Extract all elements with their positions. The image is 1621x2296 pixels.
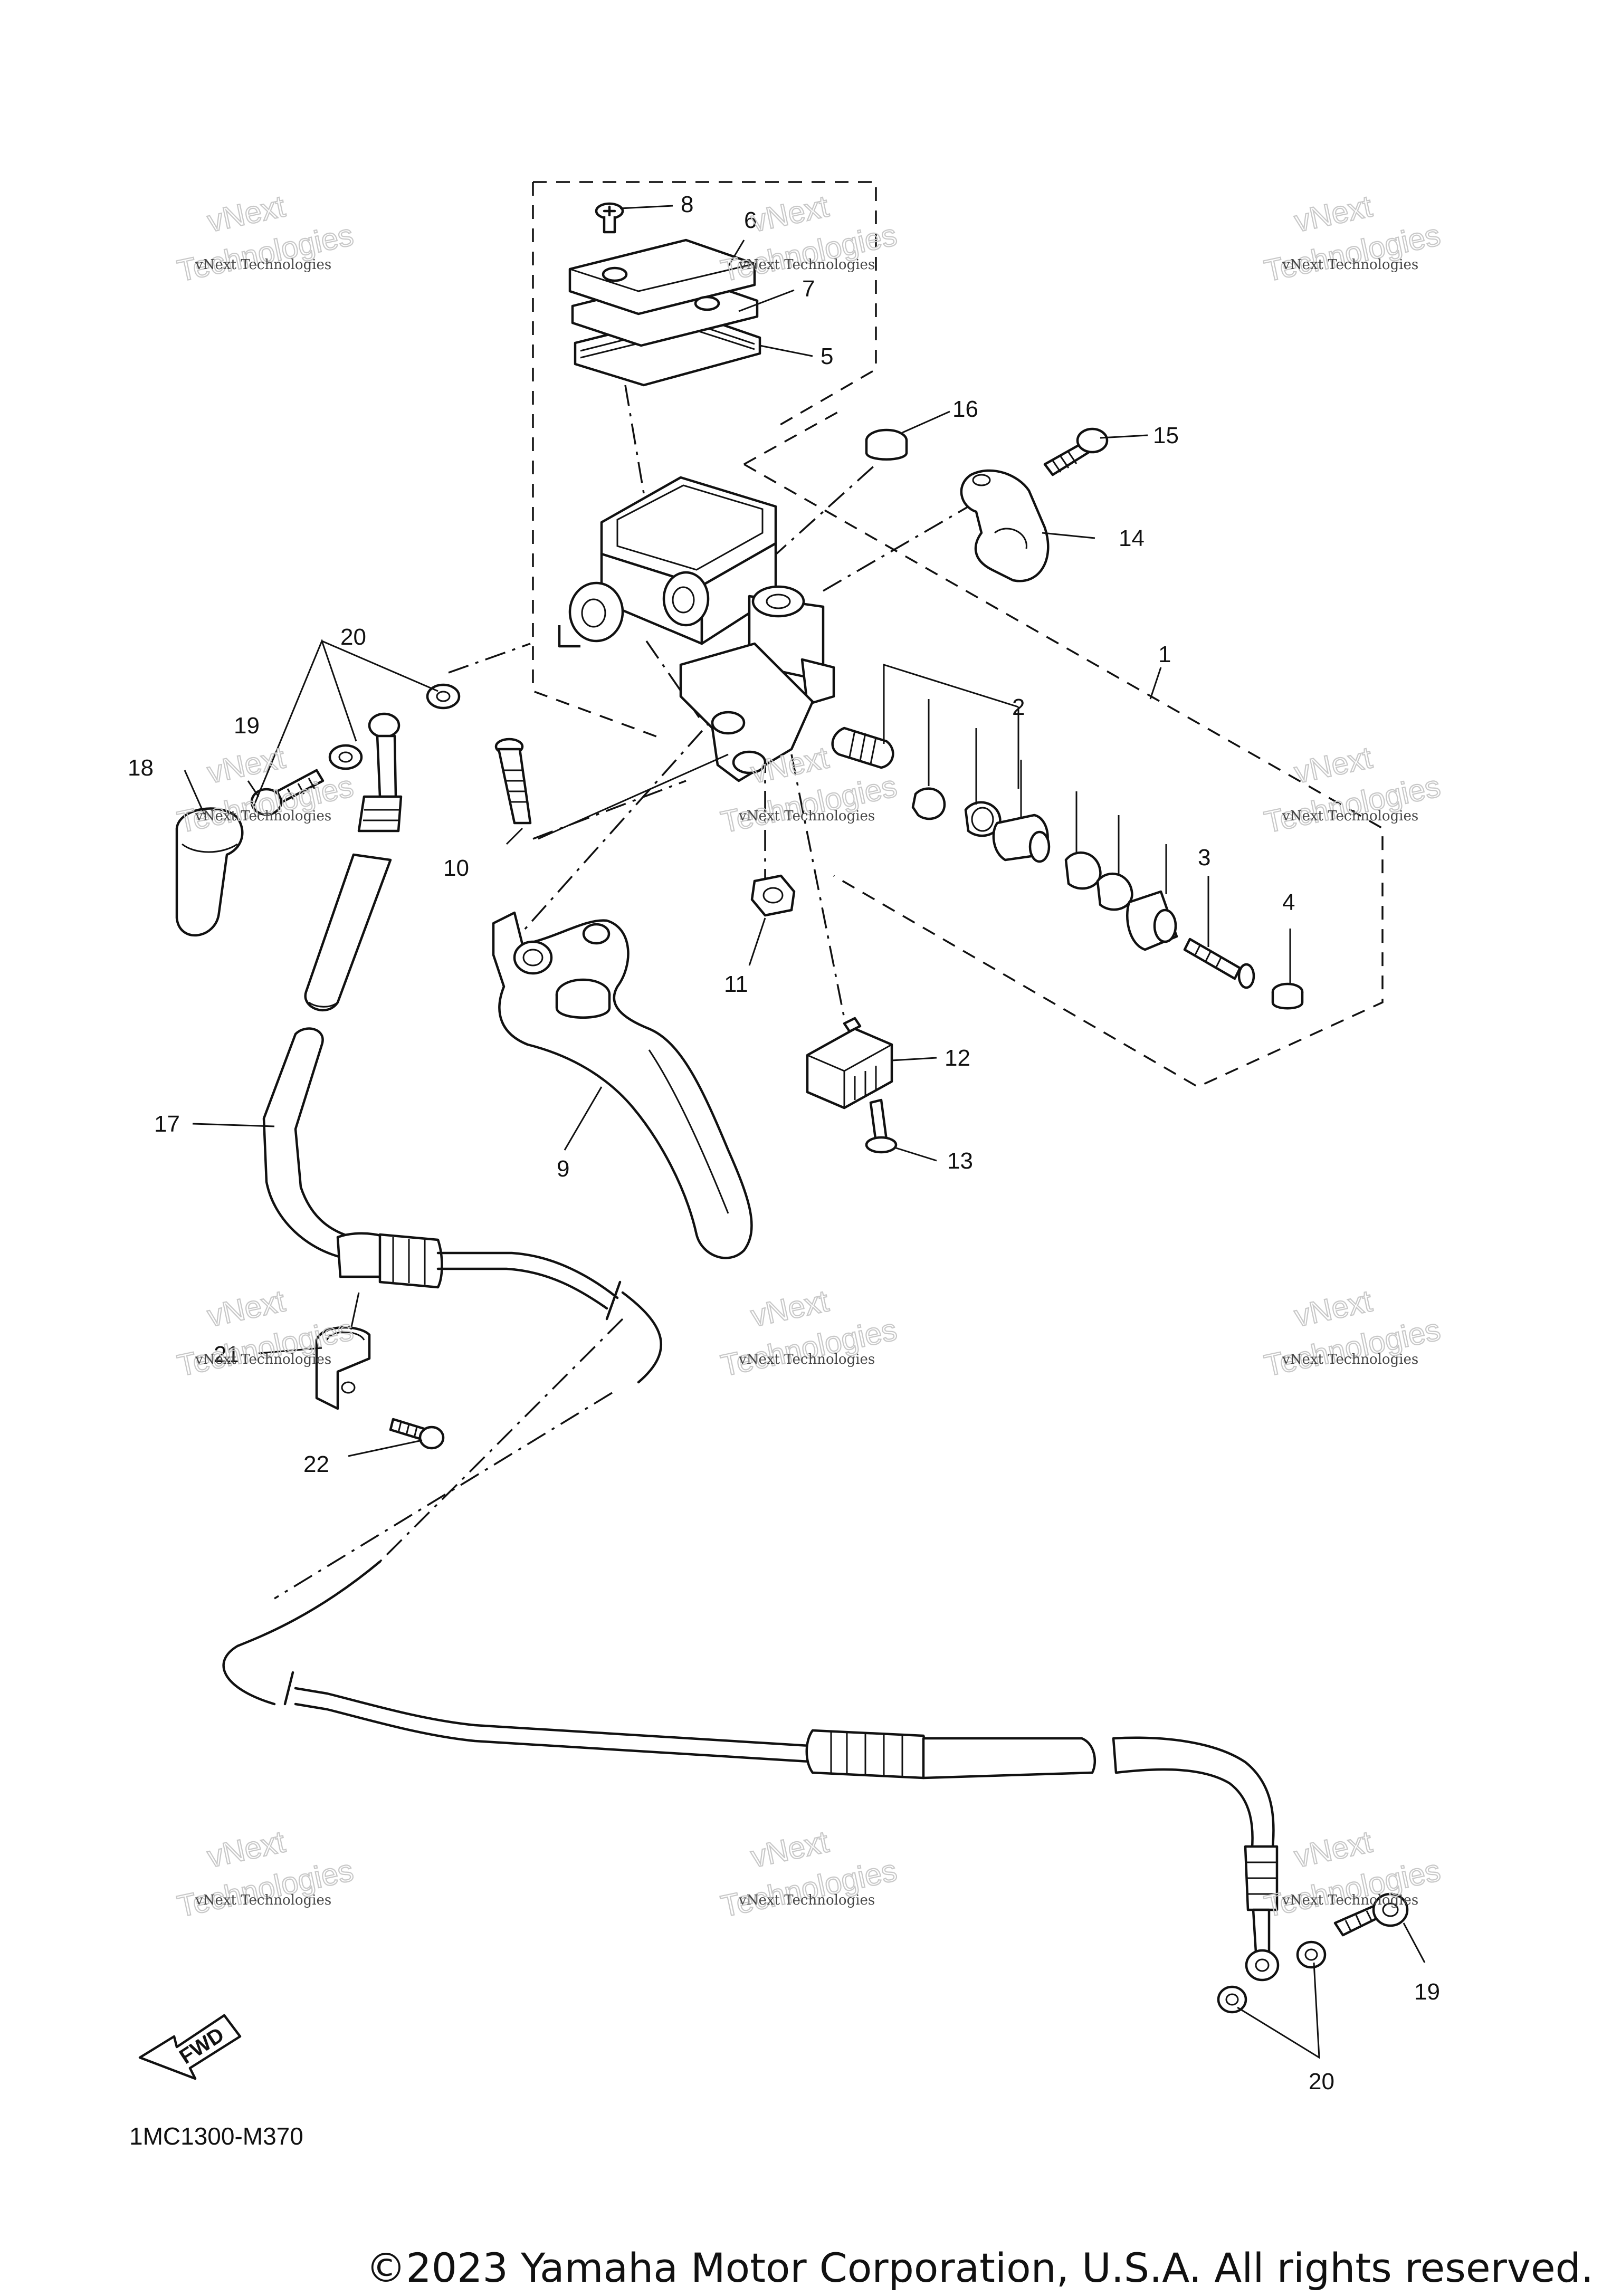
screw-13 [865, 1098, 898, 1154]
watermark-6: vNext Technologies vNext Technologies [1261, 740, 1444, 840]
push-rod-3 [1183, 937, 1255, 989]
svg-text:vNext: vNext [204, 189, 288, 238]
bolt-22 [389, 1418, 445, 1450]
svg-text:vNext Technologies: vNext Technologies [1282, 1352, 1418, 1367]
svg-text:Technologies: Technologies [1262, 769, 1444, 840]
svg-text:vNext: vNext [204, 1824, 288, 1874]
svg-text:vNext: vNext [204, 740, 288, 790]
piston-kit [831, 663, 1178, 951]
callout-14: 14 [1119, 525, 1145, 551]
callout-16: 16 [952, 396, 978, 422]
svg-text:vNext: vNext [204, 1284, 288, 1333]
svg-text:vNext: vNext [748, 1824, 832, 1874]
cap-16 [865, 428, 908, 461]
callout-11: 11 [724, 971, 748, 997]
union-bolt-19-left [250, 769, 325, 816]
callout-6: 6 [744, 207, 757, 233]
callout-19-right: 19 [1414, 1979, 1440, 2005]
callout-12: 12 [945, 1045, 970, 1071]
callout-10: 10 [443, 855, 469, 881]
svg-text:vNext: vNext [1291, 189, 1375, 238]
holder-14 [960, 469, 1050, 582]
svg-text:vNext Technologies: vNext Technologies [195, 257, 331, 273]
bolt-15 [1043, 427, 1109, 476]
copyright-notice: ©2023 Yamaha Motor Corporation, U.S.A. A… [366, 2244, 1594, 2291]
master-cylinder-body [558, 476, 835, 782]
callout-21: 21 [214, 1342, 240, 1367]
svg-text:Technologies: Technologies [175, 218, 357, 289]
callout-17: 17 [154, 1111, 180, 1137]
svg-text:Technologies: Technologies [718, 769, 900, 840]
pivot-bolt-10 [494, 738, 729, 840]
svg-text:vNext Technologies: vNext Technologies [1282, 808, 1418, 824]
watermark-1: vNext Technologies vNext Technologies [174, 188, 357, 289]
union-bolt-19-right [1333, 1892, 1409, 1937]
svg-text:Technologies: Technologies [1262, 1313, 1444, 1383]
fwd-arrow-icon: FWD [138, 2014, 242, 2080]
callout-9: 9 [557, 1156, 569, 1182]
reservoir-cap-assembly [568, 202, 761, 387]
svg-text:vNext Technologies: vNext Technologies [738, 257, 875, 273]
svg-text:Technologies: Technologies [718, 1313, 900, 1383]
assembly-boundary [532, 181, 1384, 1088]
callout-5: 5 [821, 343, 833, 369]
watermark-9: vNext Technologies vNext Technologies [1261, 1283, 1444, 1383]
svg-text:vNext Technologies: vNext Technologies [738, 1892, 875, 1908]
callout-2: 2 [1012, 694, 1025, 720]
watermark-3: vNext Technologies vNext Technologies [1261, 188, 1444, 289]
svg-text:vNext Technologies: vNext Technologies [195, 808, 331, 824]
callout-20-top: 20 [340, 624, 366, 650]
callout-18: 18 [128, 755, 154, 781]
callout-15: 15 [1153, 423, 1179, 448]
callout-20-bottom: 20 [1309, 2069, 1334, 2094]
callout-1: 1 [1158, 642, 1171, 667]
callout-13: 13 [947, 1148, 973, 1174]
svg-text:vNext: vNext [748, 189, 832, 238]
nut-11 [750, 874, 796, 917]
svg-text:vNext: vNext [748, 1284, 832, 1333]
svg-text:vNext Technologies: vNext Technologies [195, 1892, 331, 1908]
clutch-lever-9 [492, 911, 753, 1259]
clutch-hose-17 [222, 712, 1280, 1982]
callout-19-left: 19 [234, 713, 260, 739]
svg-text:vNext Technologies: vNext Technologies [738, 808, 875, 824]
switch-12 [806, 1017, 893, 1109]
watermark-11: vNext Technologies vNext Technologies [718, 1824, 901, 1924]
callout-leaders [184, 205, 1426, 2059]
svg-text:vNext Technologies: vNext Technologies [1282, 1892, 1418, 1908]
callout-4: 4 [1282, 889, 1295, 915]
callout-7: 7 [802, 276, 815, 302]
callout-3: 3 [1198, 845, 1210, 870]
clamp-21 [315, 1326, 371, 1410]
copper-washer-20-right [1217, 1940, 1327, 2014]
svg-text:vNext: vNext [1291, 1284, 1375, 1333]
boot-cap-4 [1271, 982, 1304, 1010]
callout-22: 22 [303, 1451, 329, 1477]
watermark-8: vNext Technologies vNext Technologies [718, 1283, 901, 1383]
svg-text:vNext Technologies: vNext Technologies [195, 1352, 331, 1367]
watermark-10: vNext Technologies vNext Technologies [174, 1824, 357, 1924]
svg-text:Technologies: Technologies [1262, 218, 1444, 289]
svg-text:Technologies: Technologies [1262, 1853, 1444, 1924]
svg-text:vNext Technologies: vNext Technologies [1282, 257, 1418, 273]
callout-labels: 8 6 7 5 16 15 14 1 2 3 4 20 19 18 10 11 … [128, 192, 1440, 2094]
svg-text:vNext: vNext [1291, 740, 1375, 790]
figure-code: 1MC1300-M370 [129, 2122, 303, 2150]
callout-8: 8 [681, 192, 693, 217]
svg-text:Technologies: Technologies [718, 1853, 900, 1924]
svg-text:vNext Technologies: vNext Technologies [738, 1352, 875, 1367]
svg-text:vNext: vNext [1291, 1824, 1375, 1874]
svg-text:Technologies: Technologies [175, 1853, 357, 1924]
